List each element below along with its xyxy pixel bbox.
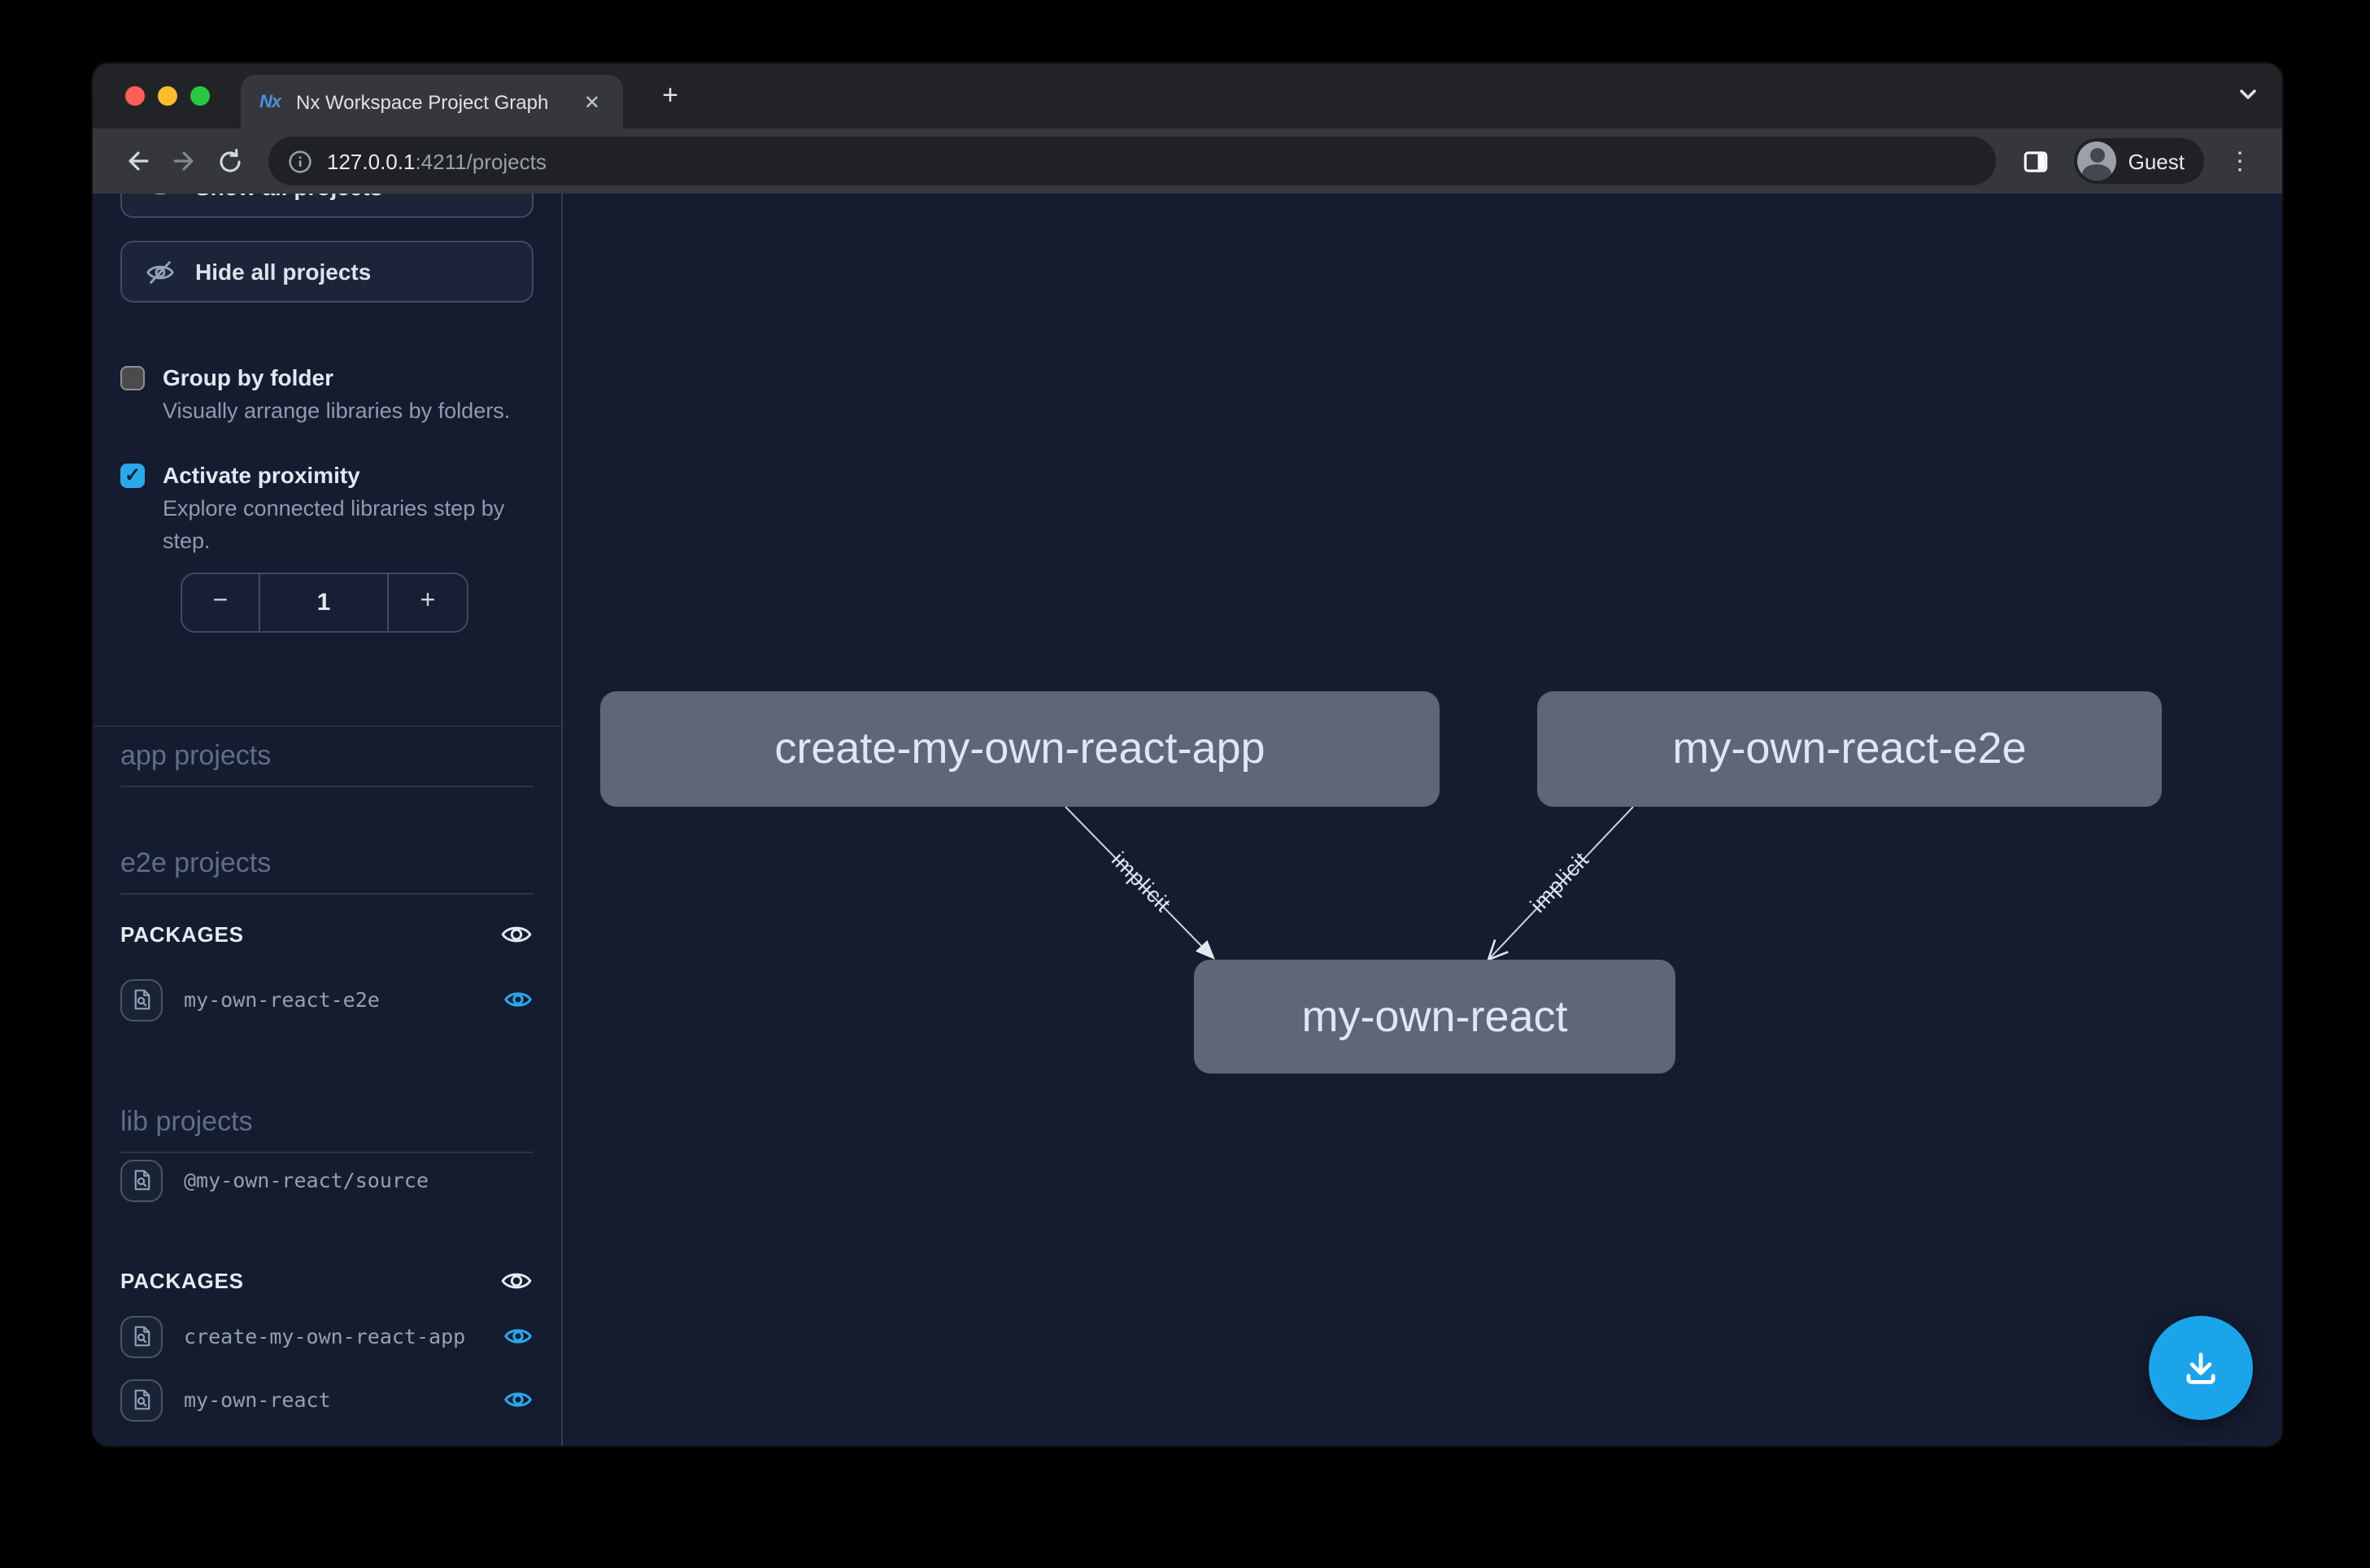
reload-icon[interactable] [207, 138, 252, 184]
project-list-item[interactable]: create-my-own-react-app [120, 1315, 534, 1357]
activate-proximity-checkbox[interactable]: ✓ [120, 463, 145, 487]
browser-toolbar: 127.0.0.1:4211/projects Guest ⋮ [93, 128, 2282, 194]
url-host: 127.0.0.1 [327, 149, 416, 173]
app-projects-heading: app projects [120, 739, 534, 786]
url-path: :4211/projects [415, 149, 547, 173]
group-by-folder-description: Visually arrange libraries by folders. [163, 399, 511, 423]
project-list-item[interactable]: @my-own-react/source [120, 1159, 534, 1201]
forward-icon[interactable] [161, 138, 207, 184]
minimize-window-button[interactable] [158, 86, 177, 106]
site-info-icon[interactable] [288, 149, 312, 173]
proximity-value: 1 [316, 588, 331, 616]
activate-proximity-label[interactable]: Activate proximity [163, 461, 360, 487]
edge-label: implicit [1107, 847, 1176, 917]
avatar-icon [2077, 142, 2117, 181]
download-graph-button[interactable] [2149, 1316, 2253, 1420]
graph-node-my-own-react[interactable]: my-own-react [1194, 960, 1675, 1074]
arrowhead-filled-icon [1196, 940, 1215, 960]
url-text: 127.0.0.1:4211/projects [327, 149, 547, 173]
activate-proximity-option: ✓ Activate proximity Explore connected l… [120, 458, 534, 559]
file-search-icon[interactable] [120, 1159, 163, 1201]
close-window-button[interactable] [125, 86, 145, 106]
hide-all-projects-button[interactable]: Hide all projects [120, 241, 534, 303]
file-search-icon[interactable] [120, 1315, 163, 1357]
show-all-projects-button[interactable]: Show all projects [120, 194, 534, 218]
tab-title: Nx Workspace Project Graph [296, 90, 549, 113]
project-visibility-eye-icon[interactable] [503, 1321, 534, 1352]
proximity-decrement-button[interactable]: − [182, 573, 260, 630]
e2e-projects-heading: e2e projects [120, 847, 534, 894]
window-controls [125, 86, 210, 106]
project-visibility-eye-icon[interactable] [503, 1384, 534, 1415]
sidebar: Show all projects Hide all projects Grou… [93, 194, 563, 1446]
graph-node-my-own-react-e2e[interactable]: my-own-react-e2e [1537, 691, 2162, 807]
e2e-packages-header: PACKAGES [120, 917, 534, 951]
zoom-window-button[interactable] [190, 86, 210, 106]
packages-heading: PACKAGES [120, 1268, 244, 1292]
group-by-folder-option: Group by folder Visually arrange librari… [120, 361, 534, 429]
eye-icon [145, 194, 176, 203]
show-all-projects-label: Show all projects [195, 194, 382, 200]
tab-strip: Nx Nx Workspace Project Graph ✕ + [93, 63, 2282, 128]
sidebar-divider [93, 725, 561, 726]
project-name[interactable]: @my-own-react/source [184, 1168, 429, 1192]
new-tab-button[interactable]: + [662, 80, 678, 111]
browser-menu-icon[interactable]: ⋮ [2228, 148, 2252, 176]
packages-heading: PACKAGES [120, 921, 244, 946]
project-name[interactable]: my-own-react [184, 1387, 331, 1412]
group-by-folder-checkbox[interactable] [120, 366, 145, 390]
check-icon: ✓ [124, 464, 142, 486]
project-name[interactable]: create-my-own-react-app [184, 1324, 466, 1348]
profile-name: Guest [2128, 149, 2185, 173]
file-search-icon[interactable] [120, 978, 163, 1021]
project-list-item[interactable]: my-own-react-e2e [120, 978, 534, 1021]
browser-tab[interactable]: Nx Nx Workspace Project Graph ✕ [241, 75, 623, 128]
download-icon [2186, 1352, 2215, 1384]
eye-off-icon [146, 260, 174, 283]
toggle-all-eye-icon[interactable] [499, 1263, 534, 1297]
tab-close-icon[interactable]: ✕ [583, 90, 600, 113]
address-bar[interactable]: 127.0.0.1:4211/projects [268, 137, 1997, 185]
edge-label: implicit [1526, 847, 1594, 917]
project-list-item[interactable]: my-own-react [120, 1379, 534, 1421]
project-visibility-eye-icon[interactable] [503, 984, 534, 1015]
browser-window: Nx Nx Workspace Project Graph ✕ + 127.0 [93, 63, 2282, 1446]
graph-node-create-my-own-react-app[interactable]: create-my-own-react-app [600, 691, 1440, 807]
tab-search-chevron-icon[interactable] [2237, 83, 2259, 106]
proximity-stepper: − 1 + [181, 572, 468, 632]
back-icon[interactable] [115, 138, 161, 184]
file-search-icon[interactable] [120, 1379, 163, 1421]
page-content: Show all projects Hide all projects Grou… [93, 194, 2282, 1446]
lib-packages-header: PACKAGES [120, 1263, 534, 1297]
project-name[interactable]: my-own-react-e2e [184, 987, 380, 1012]
graph-edges: implicit implicit [1065, 806, 1634, 962]
activate-proximity-description: Explore connected libraries step by step… [163, 495, 505, 553]
side-panel-icon[interactable] [2013, 138, 2059, 184]
profile-button[interactable]: Guest [2074, 138, 2204, 184]
group-by-folder-label[interactable]: Group by folder [163, 364, 333, 390]
graph-canvas[interactable]: implicit implicit create-my-own-react-ap… [563, 194, 2282, 1446]
hide-all-projects-label: Hide all projects [195, 259, 372, 285]
nx-favicon-icon: Nx [259, 92, 281, 111]
lib-projects-heading: lib projects [120, 1105, 534, 1152]
proximity-increment-button[interactable]: + [387, 573, 467, 630]
toggle-all-eye-icon[interactable] [499, 917, 534, 951]
